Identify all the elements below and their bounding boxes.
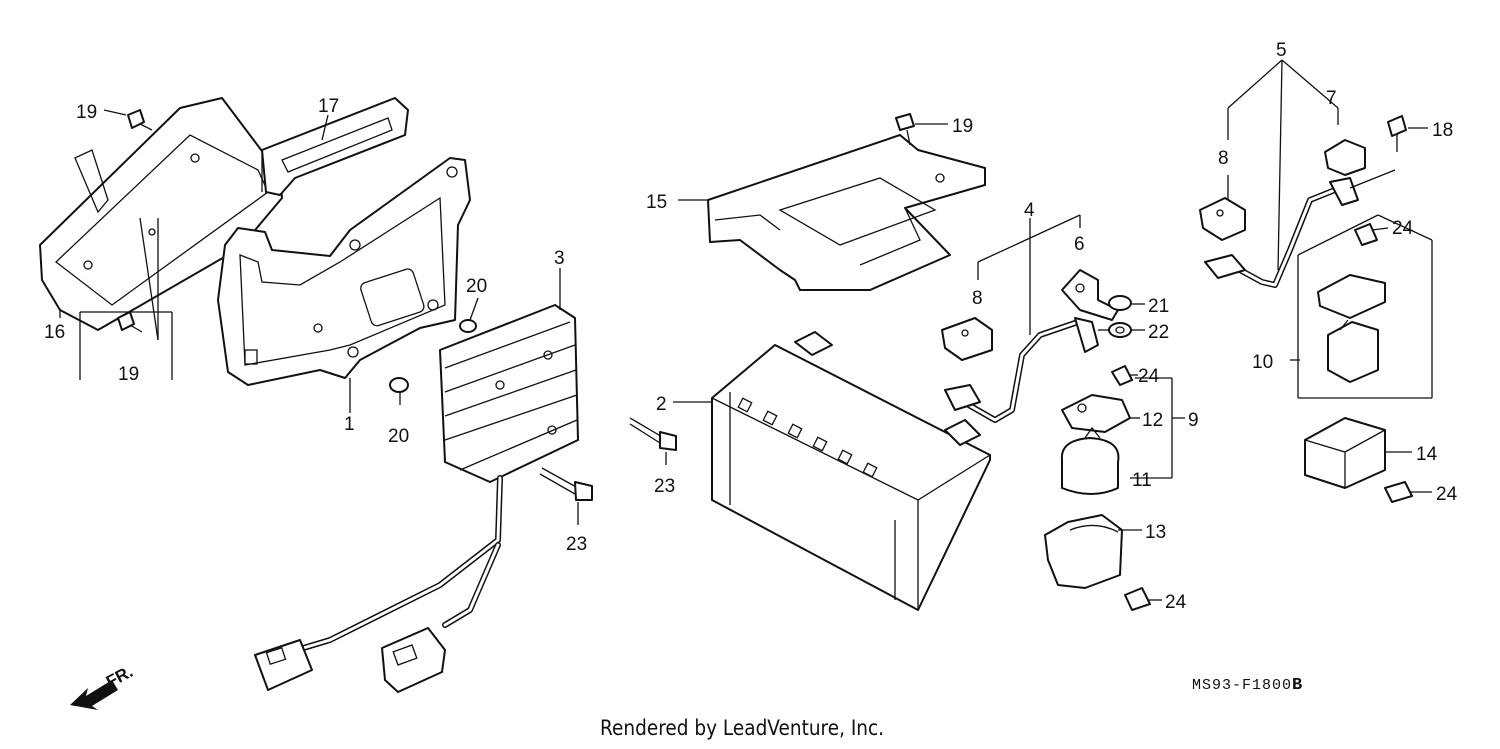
callout-6: 6	[1074, 234, 1085, 255]
part-23-bolt-a	[629, 417, 677, 451]
part-20-grommet-a	[459, 319, 477, 333]
part-19-bolt-b	[117, 311, 143, 333]
part-24-fuse-a	[1111, 365, 1133, 386]
callout-21: 21	[1148, 296, 1169, 317]
part-14-relay-case	[1304, 417, 1386, 489]
callout-11: 11	[1132, 470, 1152, 491]
callout-20: 20	[466, 276, 487, 297]
callout-8: 8	[972, 288, 983, 309]
callout-16: 16	[44, 322, 65, 343]
diagram-code-suffix: B	[1292, 676, 1304, 695]
part-15-battery-cover	[707, 134, 986, 291]
part-3-regulator-rectifier	[439, 304, 579, 483]
callout-20: 20	[388, 426, 409, 447]
callout-24: 24	[1436, 484, 1458, 505]
part-24-fuse-d	[1384, 481, 1413, 503]
regulator-wire-harness	[287, 475, 503, 655]
callout-5: 5	[1276, 40, 1287, 61]
callout-23: 23	[654, 476, 675, 497]
part-17-battery-strap	[261, 97, 409, 196]
diagram-code-prefix: MS93-F1800	[1192, 677, 1293, 694]
part-12-relay-base	[1061, 394, 1131, 433]
leader-lines	[59, 59, 1433, 601]
callout-19: 19	[76, 102, 97, 123]
callout-13: 13	[1145, 522, 1166, 543]
callout-3: 3	[554, 248, 565, 269]
part-24-fuse-c	[1354, 223, 1378, 246]
part-19-bolt-c	[895, 113, 915, 146]
part-20-grommet-b	[389, 377, 409, 393]
callout-24: 24	[1165, 592, 1187, 613]
part-21-nut	[1108, 295, 1132, 311]
callout-18: 18	[1432, 120, 1453, 141]
callout-1: 1	[344, 414, 355, 435]
part-5-cable	[1204, 177, 1359, 288]
part-8-terminal-cover-b	[1199, 197, 1246, 241]
callout-14: 14	[1416, 444, 1438, 465]
part-6-terminal	[1061, 269, 1119, 321]
callout-10: 10	[1252, 352, 1273, 373]
part-19-bolt-a	[127, 109, 153, 131]
callout-12: 12	[1142, 410, 1163, 431]
callout-19: 19	[952, 116, 973, 137]
part-11-starter-relay	[1060, 426, 1120, 495]
callout-2: 2	[656, 394, 667, 415]
part-24-fuse-b	[1124, 587, 1151, 611]
render-credit: Rendered by LeadVenture, Inc.	[600, 716, 885, 740]
part-22-washer	[1108, 322, 1132, 338]
callout-4: 4	[1024, 200, 1035, 221]
callout-22: 22	[1148, 322, 1169, 343]
part-13-relay-cover	[1044, 514, 1123, 589]
callout-9: 9	[1188, 410, 1199, 431]
part-4-battery-cable	[944, 317, 1099, 423]
part-2-battery	[711, 331, 991, 611]
diagram-code: MS93-F1800B	[1192, 676, 1303, 695]
callout-19: 19	[118, 364, 139, 385]
callout-7: 7	[1326, 88, 1337, 109]
callout-15: 15	[646, 192, 667, 213]
callout-labels: 19 17 16 19 1 20 20 3 23 23 2 15 19 4 6 …	[44, 40, 1458, 613]
connector-coupler-right	[381, 627, 446, 693]
callout-8: 8	[1218, 148, 1229, 169]
connector-coupler-left	[254, 639, 313, 691]
callout-17: 17	[318, 96, 339, 117]
callout-24: 24	[1392, 218, 1414, 239]
callout-24: 24	[1138, 366, 1160, 387]
part-18-bolt	[1387, 115, 1407, 152]
front-direction-arrow: FR.	[70, 662, 136, 710]
part-1-battery-bracket	[217, 157, 471, 386]
part-10-relay-holder	[1317, 274, 1386, 383]
part-23-bolt-b	[539, 467, 593, 501]
part-7-terminal-cover	[1324, 139, 1366, 176]
callout-23: 23	[566, 534, 587, 555]
part-16-side-cover	[39, 97, 283, 331]
part-8-terminal-cover-a	[941, 317, 993, 361]
